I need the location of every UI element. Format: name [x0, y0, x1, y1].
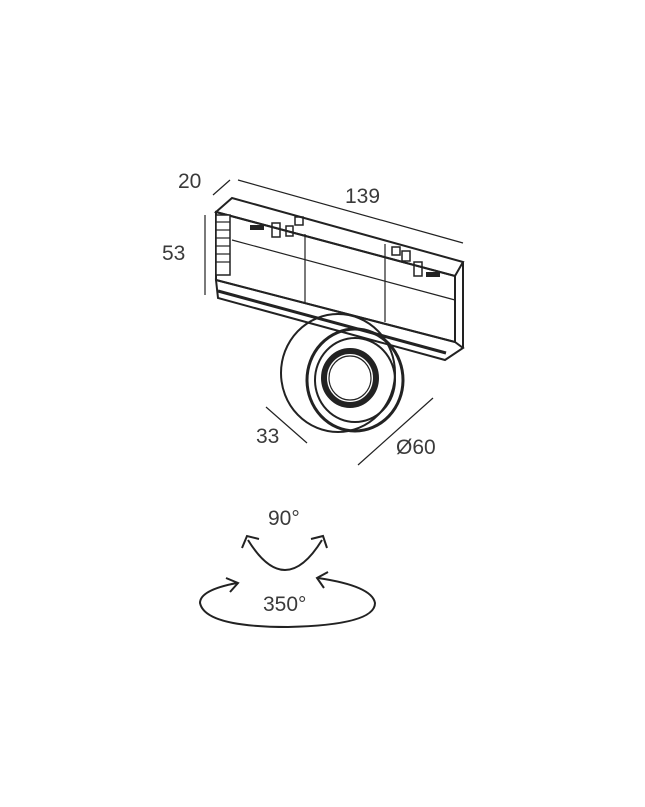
dimension-lines [204, 179, 464, 466]
spot-depth-dimension-line [265, 406, 308, 444]
depth-label: 20 [178, 170, 201, 193]
depth-dimension-line [212, 179, 231, 196]
adapter-rail-edge [217, 289, 447, 355]
spotlight-head [280, 313, 405, 433]
diameter-label: Ø60 [396, 436, 436, 459]
contact-details-left [250, 216, 304, 238]
tilt-arrow [241, 534, 328, 571]
end-cap-hatch [215, 214, 231, 276]
tilt-label: 90° [268, 507, 300, 530]
spot-lens [328, 355, 372, 401]
length-label: 139 [345, 185, 380, 208]
spot-bezel [314, 337, 396, 423]
contact-details-right [391, 246, 440, 277]
length-dimension-line [237, 179, 464, 244]
height-label: 53 [162, 242, 185, 265]
track-adapter [213, 196, 465, 362]
adapter-bottom-rail [214, 278, 465, 362]
spot-housing-ring [305, 327, 405, 433]
spot-lens-ring [321, 348, 379, 408]
diameter-dimension-line [357, 397, 434, 466]
adapter-top-face [213, 196, 465, 278]
panel-midline [231, 239, 456, 301]
pan-label: 350° [263, 593, 306, 616]
pan-arrow [198, 571, 377, 629]
spot-depth-label: 33 [256, 425, 279, 448]
